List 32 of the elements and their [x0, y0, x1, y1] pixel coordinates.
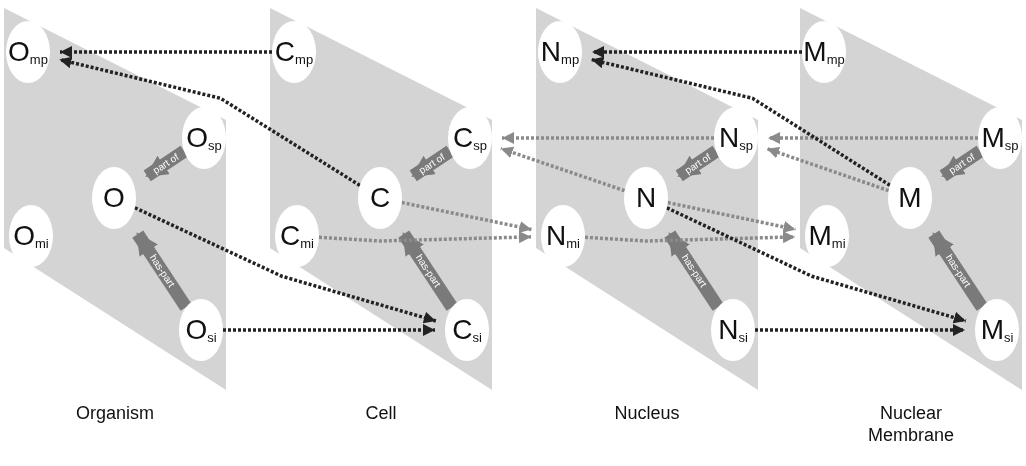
block-arrow [398, 230, 458, 311]
block-arrow [928, 230, 988, 311]
dotted-arrow [401, 200, 532, 233]
panel-label: Nuclear Membrane [866, 402, 955, 446]
dotted-arrow [60, 46, 272, 58]
block-arrow [132, 230, 192, 311]
block-arrow [939, 145, 984, 182]
panel-label: Nucleus [613, 402, 681, 424]
edge-label: part of [417, 151, 447, 176]
dotted-arrow [666, 206, 967, 324]
dotted-arrow [500, 146, 626, 193]
dotted-arrow [134, 206, 437, 324]
edge-label: part of [947, 151, 977, 176]
dotted-arrow [768, 132, 978, 144]
edge-label: part of [683, 151, 713, 176]
dotted-arrow [592, 46, 802, 58]
edge-label: part of [151, 151, 181, 176]
dotted-arrow [59, 56, 361, 187]
block-arrow [675, 145, 720, 182]
dotted-arrow [766, 146, 890, 193]
dotted-arrow [667, 200, 796, 233]
panel-label: Organism [75, 402, 155, 424]
dotted-arrow [591, 56, 891, 187]
dotted-arrow [502, 132, 714, 144]
dotted-arrow [318, 231, 532, 244]
block-arrow [664, 230, 724, 311]
dotted-arrow [584, 231, 796, 244]
block-arrow [143, 145, 188, 182]
dotted-arrow [223, 324, 435, 336]
dotted-arrow [755, 324, 965, 336]
block-arrow [409, 145, 454, 182]
panel-label: Cell [364, 402, 398, 424]
